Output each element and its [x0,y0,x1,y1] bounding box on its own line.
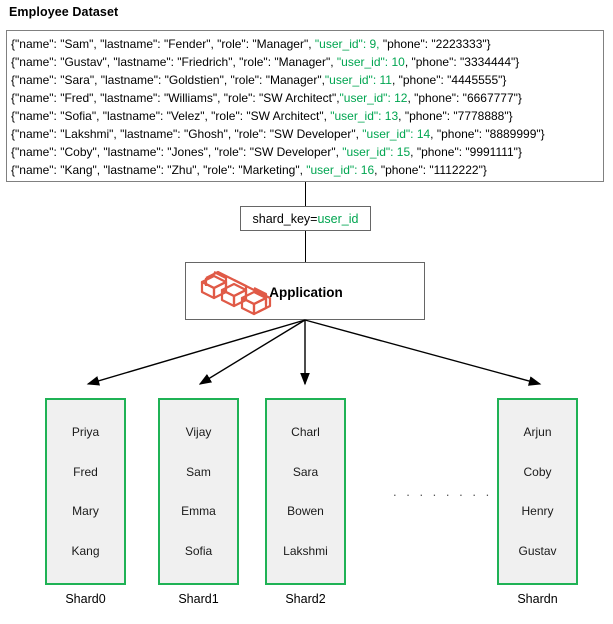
connector-dataset-to-shardkey [305,182,306,207]
arrow-to-shard1 [198,319,306,385]
json-record-row: {"name": "Gustav", "lastname": "Friedric… [11,53,603,71]
json-user-id-value: : 11 [372,73,392,87]
json-suffix: , "phone": "3334444"} [404,55,520,69]
shard-record-name: Coby [523,464,552,479]
json-user-id-value: : 14 [410,127,431,141]
json-user-id-key: "user_id" [342,145,391,159]
json-record-row: {"name": "Sara", "lastname": "Goldstien"… [11,71,603,89]
shards-ellipsis: . . . . . . . . [393,484,493,499]
cubes-icon [200,270,272,316]
json-user-id-value: : 13 [378,109,399,123]
shard-record-name: Bowen [287,504,324,519]
json-prefix: {"name": "Fred", "lastname": "Williams",… [11,91,340,105]
shard-record-name: Sara [292,464,319,479]
arrow-to-shard0 [86,319,306,386]
shard-record-name: Mary [72,504,99,519]
shard-box-1: Vijay Sam Emma Sofia [158,398,239,585]
json-prefix: {"name": "Lakshmi", "lastname": "Ghosh",… [11,127,363,141]
connector-shardkey-to-application [305,231,306,262]
json-suffix: , "phone": "1112222"} [374,163,487,177]
arrow-to-shardn [304,319,542,386]
json-prefix: {"name": "Gustav", "lastname": "Friedric… [11,55,337,69]
shard-record-name: Fred [73,464,98,479]
json-prefix: {"name": "Coby", "lastname": "Jones", "r… [11,145,343,159]
json-prefix: {"name": "Sam", "lastname": "Fender", "r… [11,37,315,51]
json-suffix: , "phone": "7778888"} [398,109,513,123]
json-prefix: {"name": "Sofia", "lastname": "Velez", "… [11,109,331,123]
shard-record-name: Vijay [185,424,212,439]
shard-record-name: Kang [71,544,100,559]
json-user-id-value: : 15 [390,145,411,159]
json-suffix: , "phone": "6667777"} [407,91,522,105]
shard-label-n: Shardn [517,592,558,606]
page-title: Employee Dataset [9,5,119,19]
json-suffix: "phone": "2223333"} [382,37,491,51]
json-user-id-value: : 9, [362,37,383,51]
shard-record-name: Emma [181,504,216,519]
json-suffix: , "phone": "4445555"} [391,73,507,87]
shard-record-name: Lakshmi [283,544,328,559]
shard-box-2: Charl Sara Bowen Lakshmi [265,398,346,585]
json-user-id-key: "user_id" [362,127,411,141]
shard-label-0: Shard0 [65,592,106,606]
json-record-row: {"name": "Sofia", "lastname": "Velez", "… [11,107,603,125]
json-user-id-key: "user_id" [324,73,373,87]
shard-record-name: Sofia [184,544,213,559]
shard-label-1: Shard1 [178,592,219,606]
shard-key-value: user_id [317,211,359,226]
shard-key-box: shard_key=user_id [240,206,371,231]
json-record-row: {"name": "Coby", "lastname": "Jones", "r… [11,143,603,161]
json-user-id-value: : 10 [384,55,405,69]
shard-record-name: Gustav [518,544,557,559]
shard-record-name: Priya [71,424,100,439]
json-user-id-key: "user_id" [330,109,379,123]
application-box: Application [185,262,425,320]
shard-record-name: Arjun [523,424,552,439]
shard-box-0: Priya Fred Mary Kang [45,398,126,585]
dataset-records-box: {"name": "Sam", "lastname": "Fender", "r… [6,30,604,182]
json-user-id-value: : 12 [387,91,408,105]
json-user-id-key: "user_id" [336,55,385,69]
shard-label-2: Shard2 [285,592,326,606]
json-prefix: {"name": "Kang", "lastname": "Zhu", "rol… [11,163,307,177]
json-user-id-value: : 16 [354,163,375,177]
json-user-id-key: "user_id" [314,37,363,51]
shard-record-name: Charl [291,424,320,439]
json-suffix: , "phone": "8889999"} [430,127,545,141]
json-prefix: {"name": "Sara", "lastname": "Goldstien"… [11,73,325,87]
json-record-row: {"name": "Lakshmi", "lastname": "Ghosh",… [11,125,603,143]
json-user-id-key: "user_id" [306,163,355,177]
shard-record-name: Henry [521,504,554,519]
shard-key-label: shard_key= [252,211,318,226]
shard-record-name: Sam [186,464,211,479]
json-user-id-key: "user_id" [339,91,388,105]
json-suffix: , "phone": "9991111"} [410,145,522,159]
json-record-row: {"name": "Kang", "lastname": "Zhu", "rol… [11,161,603,179]
json-record-row: {"name": "Fred", "lastname": "Williams",… [11,89,603,107]
json-record-row: {"name": "Sam", "lastname": "Fender", "r… [11,35,603,53]
shard-box-n: Arjun Coby Henry Gustav [497,398,578,585]
